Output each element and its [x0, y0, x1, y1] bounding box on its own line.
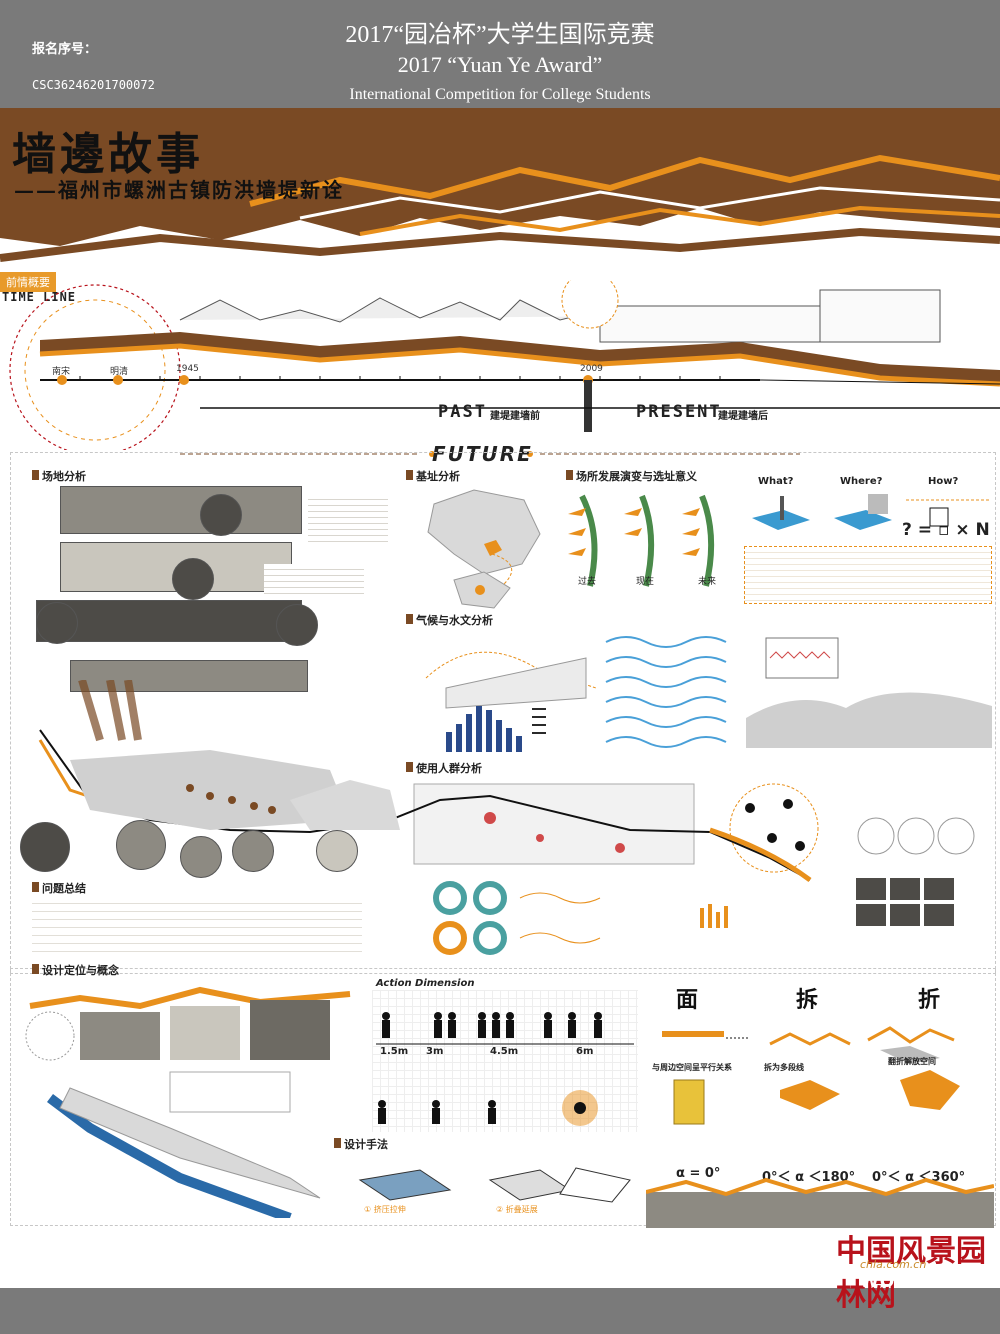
- timeline-year-3: 1945: [176, 364, 199, 374]
- competition-title-cn: 2017“园冶杯”大学生国际竞赛: [345, 22, 655, 48]
- evolution-notes: [744, 546, 992, 604]
- competition-subtitle-en: International Competition for College St…: [349, 86, 651, 103]
- registration-label: 报名序号：: [32, 42, 98, 57]
- watermark-url: chla.com.cn: [860, 1258, 927, 1271]
- method-step-1: ① 挤压拉伸: [364, 1205, 406, 1214]
- design-frame: [10, 968, 996, 1226]
- concept-note-3: 翻折解放空间: [888, 1057, 936, 1066]
- evolution-past: 过去: [578, 577, 597, 587]
- how-formula: ? = ▫ × N: [902, 520, 990, 540]
- action-dimension-figures: [376, 1012, 634, 1126]
- section-title-site: 场地分析: [32, 468, 86, 484]
- watermark-en: WORLDSCAPE: [860, 1272, 1000, 1292]
- bottom-photo-strip: [646, 1178, 994, 1228]
- section-title-design-concept: 设计定位与概念: [32, 962, 119, 978]
- plan-lens-1: [20, 822, 70, 872]
- past-label: PAST: [438, 402, 487, 422]
- concept-alpha-fold: 0°＜ α ＜360°: [872, 1170, 966, 1185]
- evolution-diagram: [568, 494, 715, 587]
- design-method-diagram: [358, 1167, 631, 1203]
- timeline-year-4: 2009: [580, 364, 603, 374]
- site-photo-strip-3: [36, 600, 302, 642]
- concept-note-2: 拆为多段线: [764, 1063, 804, 1072]
- section-title-evolution: 场所发展演变与选址意义: [566, 468, 697, 484]
- site-photo-strip-1: [60, 486, 302, 534]
- concept-note-1: 与周边空间呈平行关系: [652, 1063, 732, 1072]
- site-lens-1: [200, 494, 242, 536]
- timeline-year-2: 明清: [110, 367, 129, 377]
- concept-fold-char: 折: [918, 987, 941, 1013]
- aerial-plan: [47, 1071, 321, 1218]
- past-sublabel: 建堤建墙前: [490, 411, 540, 422]
- question-how: How?: [928, 476, 959, 487]
- site-plan: [38, 680, 812, 883]
- crowd-analysis-graphic: [413, 783, 975, 955]
- site-text-2: [264, 564, 364, 594]
- method-step-2: ② 折叠延展: [496, 1205, 538, 1214]
- future-label: FUTURE: [432, 442, 533, 466]
- concept-diagram: [662, 1026, 960, 1125]
- competition-title-en: 2017 “Yuan Ye Award”: [397, 52, 603, 77]
- footer-bar: [0, 1288, 1000, 1334]
- present-label: PRESENT: [636, 402, 722, 422]
- watermark-cn: 中国风景园林网: [836, 1234, 986, 1313]
- question-where: Where?: [840, 476, 883, 487]
- section-title-problems: 问题总结: [32, 880, 86, 896]
- project-title: 墙邊故事: [12, 129, 204, 180]
- section-title-climate: 气候与水文分析: [406, 612, 493, 628]
- site-lens-4: [36, 602, 78, 644]
- banner-graphic: [0, 108, 1000, 262]
- present-sublabel: 建堤建墙后: [718, 411, 768, 422]
- action-dimension-title: Action Dimension: [376, 978, 475, 989]
- plan-lens-4: [232, 830, 274, 872]
- section-tag-background: 前情概要: [0, 272, 56, 292]
- concept-collage: [25, 986, 351, 1061]
- concept-face-char: 面: [676, 987, 699, 1013]
- future-analysis-frame: [10, 452, 996, 974]
- what-where-how-icons: [752, 494, 990, 530]
- project-subtitle: ——福州市螺洲古镇防洪墙堤新诠: [14, 178, 344, 202]
- timeline-year-1: 南宋: [52, 367, 71, 377]
- problems-text: [32, 896, 362, 954]
- evolution-future: 未来: [698, 577, 717, 587]
- plan-lens-3: [180, 836, 222, 878]
- registration-number: CSC36246201700072: [32, 78, 155, 92]
- concept-alpha-face: α = 0°: [676, 1166, 721, 1181]
- site-text-1: [308, 494, 388, 544]
- section-title-design-method: 设计手法: [334, 1136, 388, 1152]
- climate-charts: [425, 636, 992, 752]
- site-lens-2: [172, 558, 214, 600]
- header-bar: [0, 0, 1000, 108]
- timeline-graphic: [9, 280, 1000, 450]
- dimension-4: 6m: [576, 1046, 594, 1057]
- base-map: [427, 489, 541, 609]
- dimension-1: 1.5m: [380, 1046, 409, 1057]
- question-what: What?: [758, 476, 794, 487]
- concept-split-char: 拆: [796, 987, 819, 1013]
- concept-alpha-split: 0°＜ α ＜180°: [762, 1170, 856, 1185]
- evolution-now: 现在: [636, 577, 655, 587]
- dimension-3: 4.5m: [490, 1046, 519, 1057]
- section-title-base: 基址分析: [406, 468, 460, 484]
- plan-lens-5: [316, 830, 358, 872]
- section-title-crowd: 使用人群分析: [406, 760, 482, 776]
- plan-lens-2: [116, 820, 166, 870]
- site-lens-3: [276, 604, 318, 646]
- dimension-2: 3m: [426, 1046, 444, 1057]
